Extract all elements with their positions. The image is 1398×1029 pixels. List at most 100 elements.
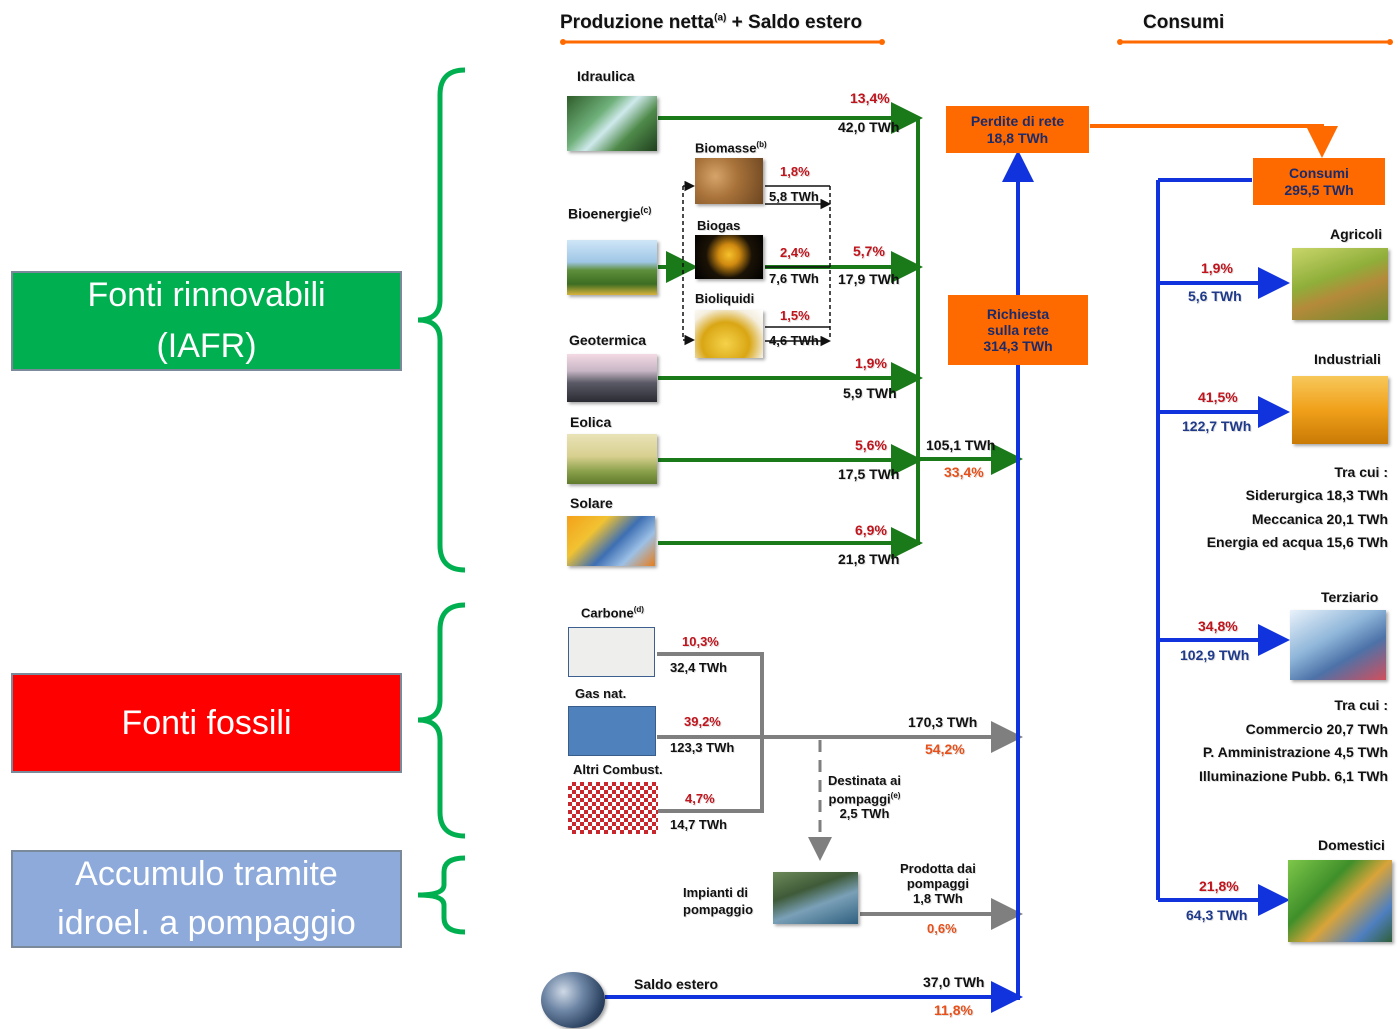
coal-pct: 10,3%	[682, 634, 719, 649]
biomass-label-sup: (b)	[756, 140, 767, 149]
bioliquids-image	[695, 310, 763, 358]
gas-twh: 123,3 TWh	[670, 740, 735, 755]
sector-industry-label: Industriali	[1314, 351, 1381, 367]
bioenergy-twh: 17,9 TWh	[838, 271, 900, 287]
coal-label-text: Carbone	[581, 605, 634, 621]
pumping-production-line1: Prodotta dai	[900, 861, 976, 876]
sector-industry-twh: 122,7 TWh	[1182, 418, 1252, 434]
category-fossil-label: Fonti fossili	[121, 703, 292, 742]
sector-tertiary-detail-3: Illuminazione Pubb. 6,1 TWh	[1198, 768, 1388, 784]
biomass-label: Biomasse(b)	[695, 140, 767, 155]
category-fossil: Fonti fossili	[11, 673, 402, 773]
bioenergy-pct: 5,7%	[853, 243, 885, 259]
header-production: Produzione netta(a) + Saldo estero	[560, 12, 862, 34]
sector-industry-image	[1292, 376, 1388, 444]
sector-industry-pct: 41,5%	[1198, 389, 1238, 405]
geothermal-twh: 5,9 TWh	[843, 385, 897, 401]
sector-tertiary-detail-2: P. Amministrazione 4,5 TWh	[1202, 744, 1388, 760]
foreign-balance-label: Saldo estero	[634, 976, 719, 992]
sector-tertiary-twh: 102,9 TWh	[1180, 647, 1250, 663]
foreign-balance-twh: 37,0 TWh	[923, 974, 985, 990]
sector-tertiary-detail-1: Commercio 20,7 TWh	[1245, 721, 1388, 737]
geothermal-pct: 1,9%	[855, 355, 887, 371]
consumption-box: Consumi 295,5 TWh	[1253, 158, 1385, 205]
pumping-destination-line2-wrap: pompaggi(e)	[828, 788, 901, 806]
bioliquids-pct: 1,5%	[780, 308, 810, 323]
bioenergy-subtree	[682, 180, 831, 347]
pumping-plant-image	[773, 872, 858, 924]
biomass-twh: 5,8 TWh	[769, 189, 819, 204]
category-storage-line2: idroel. a pompaggio	[57, 904, 356, 942]
category-renewable: Fonti rinnovabili (IAFR)	[11, 271, 402, 371]
sector-agri-label: Agricoli	[1330, 226, 1383, 242]
sector-agri-image	[1292, 248, 1388, 320]
consumption-line2: 295,5 TWh	[1284, 181, 1354, 198]
sector-tertiary-image	[1290, 610, 1386, 680]
biomass-pct: 1,8%	[780, 164, 810, 179]
geothermal-image	[567, 354, 657, 402]
grid-demand-box: Richiesta sulla rete 314,3 TWh	[948, 295, 1088, 365]
wind-label: Eolica	[570, 414, 612, 430]
wind-twh: 17,5 TWh	[838, 466, 900, 482]
sector-industry-detail-3: Energia ed acqua 15,6 TWh	[1206, 534, 1388, 550]
bioliquids-label: Bioliquidi	[695, 291, 755, 306]
category-storage-line1: Accumulo tramite	[75, 854, 338, 893]
header-production-sup: (a)	[714, 12, 727, 24]
bioenergy-image	[567, 240, 657, 295]
other-fuels-swatch	[568, 782, 658, 834]
header-underlines	[560, 39, 1393, 45]
coal-twh: 32,4 TWh	[670, 660, 728, 675]
renewables-total-pct: 33,4%	[944, 464, 984, 480]
bioenergy-label: Bioenergie(c)	[568, 205, 651, 222]
bioenergy-label-text: Bioenergie	[568, 205, 641, 222]
category-renewable-line2: (IAFR)	[156, 327, 257, 365]
hydro-pct: 13,4%	[850, 90, 890, 106]
sector-industry-detail-1: Siderurgica 18,3 TWh	[1245, 487, 1388, 503]
solar-pct: 6,9%	[855, 522, 887, 538]
bioenergy-label-sup: (c)	[640, 205, 652, 215]
grid-demand-line3: 314,3 TWh	[983, 338, 1053, 355]
pumping-destination-line2: pompaggi	[828, 791, 891, 807]
coal-label: Carbone(d)	[581, 605, 644, 620]
losses-flow	[1090, 124, 1338, 158]
pumping-destination-twh: 2,5 TWh	[839, 806, 890, 822]
other-fuels-label: Altri Combust.	[573, 762, 663, 777]
sector-domestic-pct: 21,8%	[1199, 878, 1239, 894]
biogas-image	[695, 235, 763, 279]
category-storage: Accumulo tramite idroel. a pompaggio	[11, 850, 402, 948]
biomass-image	[695, 158, 763, 204]
sector-tertiary-label: Terziario	[1321, 589, 1379, 605]
hydro-image	[567, 96, 657, 151]
biogas-pct: 2,4%	[780, 245, 810, 260]
sector-domestic-image	[1288, 860, 1392, 942]
wind-image	[567, 434, 657, 484]
pumping-plant-line1: Impianti di	[683, 885, 748, 900]
solar-label: Solare	[570, 495, 613, 511]
grid-losses-line1: Perdite di rete	[970, 113, 1065, 130]
fossils-total-twh: 170,3 TWh	[908, 714, 978, 730]
grid-losses-box: Perdite di rete 18,8 TWh	[946, 106, 1089, 153]
grid-demand-line2: sulla rete	[987, 321, 1049, 338]
pumping-production: Prodotta dai pompaggi 1,8 TWh	[900, 861, 976, 906]
coal-label-sup: (d)	[633, 605, 644, 614]
hydro-label: Idraulica	[577, 68, 635, 84]
header-consumption: Consumi	[1143, 12, 1225, 33]
gas-label: Gas nat.	[575, 686, 627, 701]
sector-industry-detail-2: Meccanica 20,1 TWh	[1251, 511, 1388, 527]
foreign-balance-pct: 11,8%	[934, 1002, 973, 1018]
sector-industry-detail-title: Tra cui :	[1334, 464, 1388, 480]
header-production-label: Produzione netta	[560, 12, 715, 33]
category-braces	[417, 67, 466, 935]
grid-demand-line1: Richiesta	[986, 305, 1050, 322]
other-fuels-pct: 4,7%	[685, 791, 715, 806]
other-fuels-twh: 14,7 TWh	[670, 817, 728, 832]
wind-pct: 5,6%	[855, 437, 887, 453]
pumping-production-pct: 0,6%	[927, 921, 957, 936]
fossil-flows	[657, 652, 1023, 930]
grid-losses-line2: 18,8 TWh	[986, 129, 1049, 146]
pumping-production-line2: pompaggi	[906, 876, 969, 891]
sector-tertiary-pct: 34,8%	[1198, 618, 1238, 634]
bioliquids-twh: 4,6 TWh	[769, 333, 819, 348]
geothermal-label: Geotermica	[569, 332, 647, 348]
